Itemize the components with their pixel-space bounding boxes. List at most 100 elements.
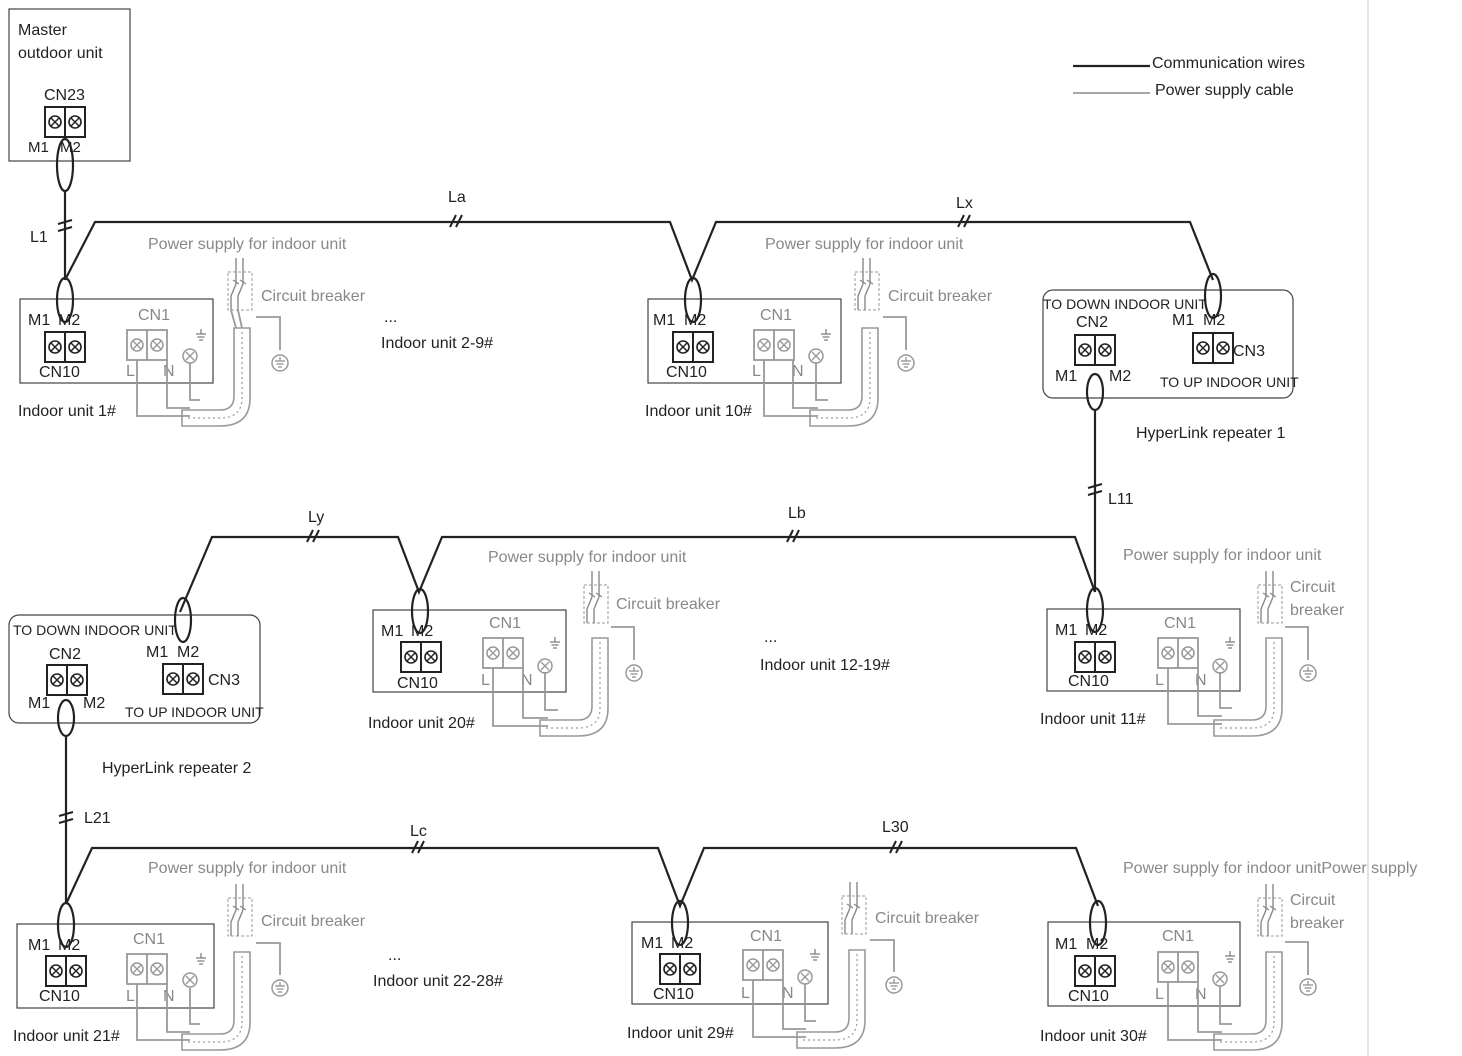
cn2-terminal-icon bbox=[1074, 334, 1116, 366]
unit-label-2-9: Indoor unit 2-9# bbox=[381, 335, 493, 352]
ground-screw-icon bbox=[797, 969, 813, 985]
power-supply-1: Power supply for indoor unit Circuit bre… bbox=[136, 236, 366, 427]
svg-text:TO UP INDOOR UNIT: TO UP INDOOR UNIT bbox=[125, 704, 264, 720]
svg-text:L: L bbox=[1155, 672, 1164, 689]
cn3-terminal-icon bbox=[162, 663, 204, 695]
ground-screw-icon bbox=[1212, 658, 1228, 674]
svg-text:M2: M2 bbox=[411, 623, 433, 640]
ground-screw-icon bbox=[537, 658, 553, 674]
svg-text:M1: M1 bbox=[1172, 312, 1194, 329]
svg-text:CN1: CN1 bbox=[750, 928, 782, 945]
cn10-terminal-icon bbox=[400, 641, 442, 673]
svg-text:M1: M1 bbox=[653, 312, 675, 329]
svg-text:L: L bbox=[752, 363, 761, 380]
circuit-breaker-icon bbox=[1257, 883, 1283, 937]
hyperlink-repeater-1: TO DOWN INDOOR UNIT CN2 M1 M2 M1 M2 CN3 … bbox=[1042, 272, 1299, 442]
segment-l11: L11 bbox=[1108, 491, 1134, 508]
svg-text:N: N bbox=[521, 672, 533, 689]
svg-text:M1: M1 bbox=[28, 312, 50, 329]
cn10-terminal-icon bbox=[44, 331, 86, 363]
svg-text:CN3: CN3 bbox=[1233, 343, 1265, 360]
cn1-terminal-icon bbox=[482, 637, 524, 669]
cn1-terminal-icon bbox=[753, 329, 795, 361]
cn10-terminal-icon bbox=[1074, 641, 1116, 673]
cn10-terminal-icon bbox=[659, 953, 701, 985]
svg-text:Circuit breaker: Circuit breaker bbox=[261, 288, 366, 305]
svg-text:M1: M1 bbox=[28, 695, 50, 712]
segment-lx: Lx bbox=[956, 195, 973, 212]
svg-text:M2: M2 bbox=[58, 312, 80, 329]
cn1-terminal-icon bbox=[1157, 637, 1199, 669]
svg-text:N: N bbox=[163, 988, 175, 1005]
segment-l30: L30 bbox=[882, 819, 909, 836]
svg-text:Circuit breaker: Circuit breaker bbox=[616, 596, 721, 613]
svg-text:TO UP INDOOR UNIT: TO UP INDOOR UNIT bbox=[1160, 374, 1299, 390]
svg-text:...: ... bbox=[764, 629, 777, 646]
svg-text:CN10: CN10 bbox=[666, 364, 707, 381]
indoor-unit-10: M1 M2 CN10 CN1 L N Indoor unit 10# bbox=[645, 276, 842, 420]
indoor-unit-11: M1 M2 CN10 CN1 L N Indoor unit 11# bbox=[1040, 586, 1241, 728]
svg-text:CN1: CN1 bbox=[138, 307, 170, 324]
svg-text:N: N bbox=[163, 363, 175, 380]
svg-text:CN10: CN10 bbox=[39, 364, 80, 381]
ground-screw-icon bbox=[182, 348, 198, 364]
svg-text:M2: M2 bbox=[1203, 312, 1225, 329]
svg-text:CN1: CN1 bbox=[760, 307, 792, 324]
svg-text:L: L bbox=[741, 985, 750, 1002]
svg-text:...: ... bbox=[388, 947, 401, 964]
unit-label-29: Indoor unit 29# bbox=[627, 1025, 734, 1042]
unit-label-20: Indoor unit 20# bbox=[368, 715, 475, 732]
ground-icon bbox=[1299, 664, 1317, 682]
ground-icon bbox=[271, 979, 289, 997]
legend-power-label: Power supply cable bbox=[1155, 82, 1294, 99]
svg-text:M1: M1 bbox=[641, 935, 663, 952]
unit-label-10: Indoor unit 10# bbox=[645, 403, 752, 420]
overflow-power-label: Power supply for indoor unitPower supply bbox=[1123, 860, 1417, 877]
svg-text:M2: M2 bbox=[671, 935, 693, 952]
cn23-terminal-icon bbox=[44, 106, 86, 138]
circuit-breaker-icon bbox=[227, 883, 253, 937]
svg-text:CN10: CN10 bbox=[1068, 673, 1109, 690]
svg-text:L: L bbox=[126, 363, 135, 380]
svg-text:N: N bbox=[782, 985, 794, 1002]
svg-text:CN10: CN10 bbox=[1068, 988, 1109, 1005]
svg-text:Circuit: Circuit bbox=[1290, 579, 1336, 596]
svg-text:L: L bbox=[126, 988, 135, 1005]
svg-text:CN1: CN1 bbox=[1162, 928, 1194, 945]
svg-text:CN10: CN10 bbox=[653, 986, 694, 1003]
svg-text:M2: M2 bbox=[684, 312, 706, 329]
segment-lc: Lc bbox=[410, 823, 427, 840]
segment-ly: Ly bbox=[308, 509, 324, 526]
svg-text:CN10: CN10 bbox=[39, 988, 80, 1005]
svg-text:M1: M1 bbox=[1055, 936, 1077, 953]
legend-communication-label: Communication wires bbox=[1152, 55, 1305, 72]
svg-text:Circuit breaker: Circuit breaker bbox=[261, 913, 366, 930]
cn10-terminal-icon bbox=[672, 331, 714, 363]
power-supply-20: Power supply for indoor unit Circuit bre… bbox=[488, 549, 721, 737]
svg-text:CN1: CN1 bbox=[133, 931, 165, 948]
power-supply-10: Power supply for indoor unit Circuit bre… bbox=[763, 236, 993, 427]
svg-text:L: L bbox=[1155, 986, 1164, 1003]
circuit-breaker-icon bbox=[583, 570, 609, 624]
indoor-unit-21: M1 M2 CN10 CN1 L N Indoor unit 21# bbox=[13, 901, 215, 1045]
svg-text:N: N bbox=[1195, 672, 1207, 689]
svg-text:Power supply for indoor unit: Power supply for indoor unit bbox=[488, 549, 687, 566]
cn10-terminal-icon bbox=[45, 955, 87, 987]
svg-text:L: L bbox=[481, 672, 490, 689]
cn1-terminal-icon bbox=[126, 953, 168, 985]
svg-text:CN1: CN1 bbox=[489, 615, 521, 632]
circuit-breaker-icon bbox=[854, 257, 880, 311]
master-title-line1: Master bbox=[18, 22, 68, 39]
svg-text:N: N bbox=[792, 363, 804, 380]
svg-text:...: ... bbox=[384, 309, 397, 326]
right-divider bbox=[1367, 0, 1369, 1056]
segment-lb: Lb bbox=[788, 505, 806, 522]
indoor-unit-30: M1 M2 CN10 CN1 L N Indoor unit 30# bbox=[1040, 899, 1241, 1045]
ground-icon bbox=[1299, 978, 1317, 996]
unit-label-12-19: Indoor unit 12-19# bbox=[760, 657, 890, 674]
master-outdoor-unit: Master outdoor unit CN23 M1 M2 bbox=[8, 8, 131, 162]
cn1-terminal-icon bbox=[742, 949, 784, 981]
svg-text:TO DOWN INDOOR UNIT: TO DOWN INDOOR UNIT bbox=[1043, 296, 1207, 312]
svg-text:CN2: CN2 bbox=[1076, 314, 1108, 331]
